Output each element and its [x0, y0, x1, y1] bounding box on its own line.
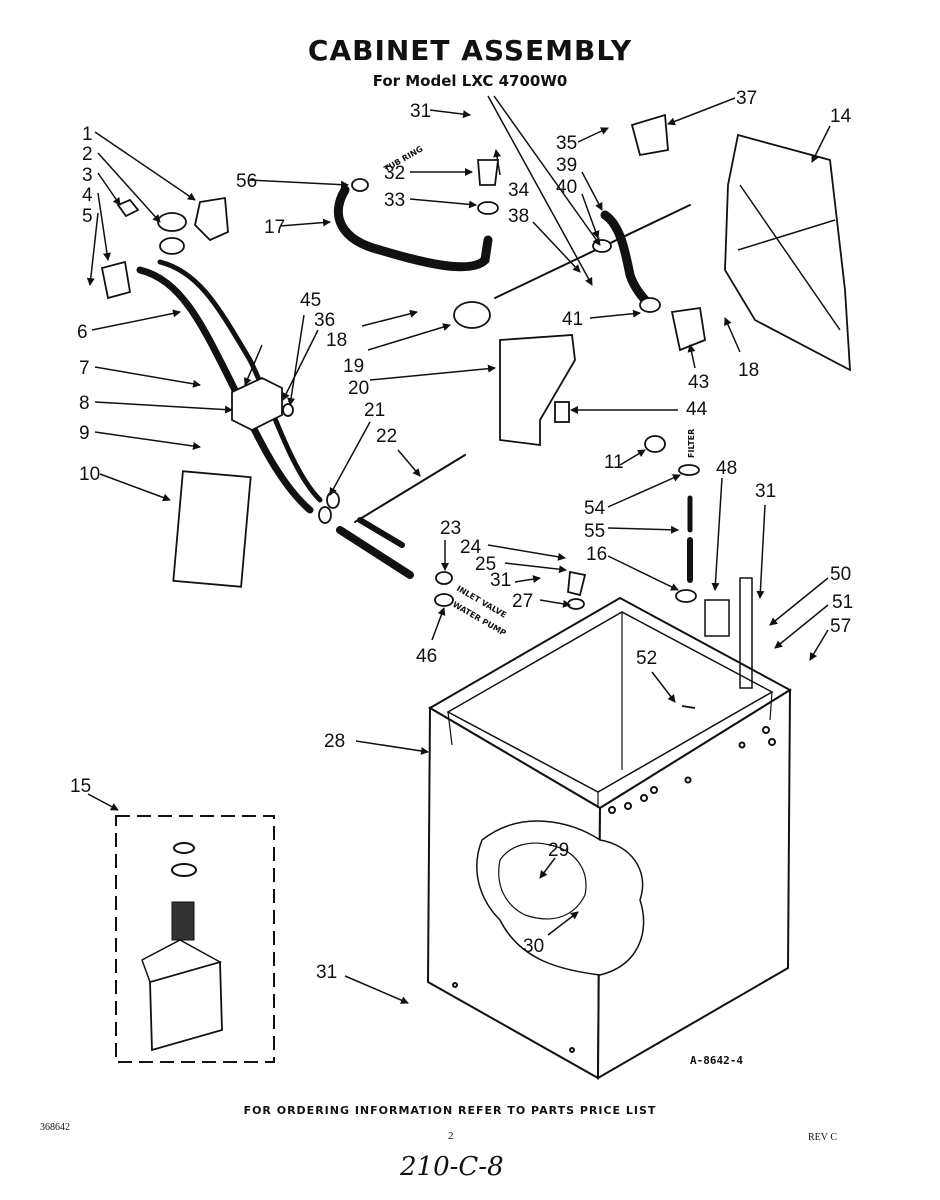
- callout-34: 34: [508, 180, 530, 201]
- callout-37: 37: [736, 88, 757, 109]
- callout-38: 38: [508, 206, 529, 227]
- callout-31-top: 31: [410, 101, 431, 122]
- callout-56: 56: [236, 171, 257, 192]
- callout-50: 50: [830, 564, 851, 585]
- callout-45: 45: [300, 290, 321, 311]
- callout-55: 55: [584, 521, 605, 542]
- callout-2: 2: [82, 144, 93, 165]
- callout-18-right: 18: [738, 360, 759, 381]
- callout-32: 32: [384, 163, 405, 184]
- callout-27: 27: [512, 591, 533, 612]
- callout-24: 24: [460, 537, 482, 558]
- callout-51: 51: [832, 592, 853, 613]
- revision-label: REV C: [808, 1132, 837, 1143]
- parts: [100, 113, 851, 709]
- callout-17: 17: [264, 217, 285, 238]
- page-title: CABINET ASSEMBLY: [307, 34, 633, 67]
- callout-9: 9: [79, 423, 90, 444]
- callout-25: 25: [475, 554, 496, 575]
- leader-lines: [86, 95, 831, 1004]
- callout-40: 40: [556, 177, 577, 198]
- callout-52: 52: [636, 648, 657, 669]
- callout-labels: 1 2 3 4 5 6 7 8 9 10 11 14 15 16 17 18 1…: [70, 88, 853, 983]
- filter-label: FILTER: [687, 429, 696, 458]
- callout-29: 29: [548, 840, 569, 861]
- callout-15: 15: [70, 776, 91, 797]
- callout-22: 22: [376, 426, 397, 447]
- callout-43: 43: [688, 372, 709, 393]
- callout-31-bottom: 31: [316, 962, 337, 983]
- callout-31-mid: 31: [490, 570, 511, 591]
- callout-30: 30: [523, 936, 544, 957]
- callout-7: 7: [79, 358, 90, 379]
- page-number: 2: [448, 1130, 454, 1142]
- callout-54: 54: [584, 498, 606, 519]
- callout-20: 20: [348, 378, 369, 399]
- ordering-note: FOR ORDERING INFORMATION REFER TO PARTS …: [243, 1104, 657, 1117]
- callout-28: 28: [324, 731, 345, 752]
- service-kit-box: [115, 815, 275, 1063]
- callout-5: 5: [82, 206, 93, 227]
- figure-code: A-8642-4: [690, 1054, 743, 1067]
- callout-4: 4: [82, 185, 93, 206]
- callout-6: 6: [77, 322, 88, 343]
- document-code: 368642: [40, 1122, 70, 1133]
- callout-41: 41: [562, 309, 583, 330]
- callout-11: 11: [604, 452, 624, 473]
- callout-8: 8: [79, 393, 90, 414]
- callout-57: 57: [830, 616, 851, 637]
- callout-35: 35: [556, 133, 577, 154]
- callout-21: 21: [364, 400, 385, 421]
- callout-19: 19: [343, 356, 364, 377]
- callout-36: 36: [314, 310, 335, 331]
- callout-46: 46: [416, 646, 437, 667]
- callout-14: 14: [830, 106, 852, 127]
- callout-23: 23: [440, 518, 461, 539]
- callout-44: 44: [686, 399, 708, 420]
- callout-31-right: 31: [755, 481, 776, 502]
- callout-39: 39: [556, 155, 577, 176]
- callout-10: 10: [79, 464, 100, 485]
- callout-3: 3: [82, 165, 93, 186]
- cabinet-drawing: [426, 577, 792, 1080]
- callout-16: 16: [586, 544, 607, 565]
- callout-48: 48: [716, 458, 737, 479]
- callout-33: 33: [384, 190, 405, 211]
- callout-18-left: 18: [326, 330, 347, 351]
- model-subtitle: For Model LXC 4700W0: [372, 72, 568, 90]
- hoses: [136, 185, 693, 583]
- handwritten-note: 210-C-8: [400, 1152, 504, 1182]
- callout-1: 1: [82, 124, 93, 145]
